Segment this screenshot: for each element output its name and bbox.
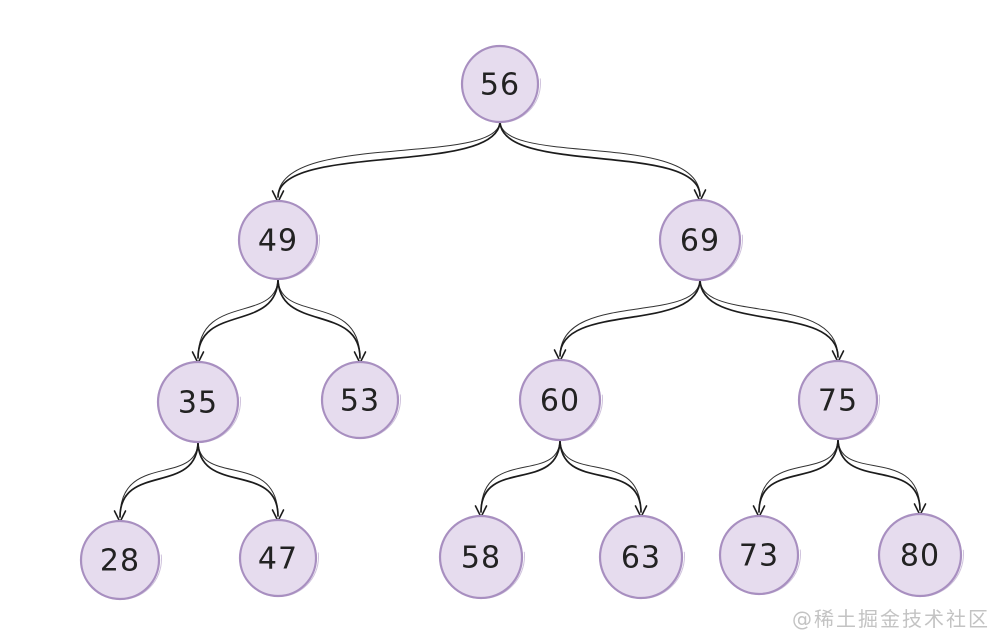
edge-curve: [499, 120, 701, 197]
edge-curve: [277, 277, 361, 359]
edge-curve-overdraw: [699, 278, 839, 358]
edge-curve-overdraw: [480, 438, 561, 513]
node-value-label: 53: [340, 384, 380, 419]
tree-node-47: 47: [238, 517, 319, 598]
node-value-label: 28: [100, 544, 140, 579]
node-value-label: 56: [480, 68, 520, 103]
node-circle-overdraw: [719, 513, 801, 595]
tree-node-73: 73: [718, 513, 801, 596]
edge-curve-overdraw: [559, 438, 642, 513]
node-circle-overdraw: [659, 197, 743, 281]
edge-curve: [119, 440, 199, 518]
node-circle-overdraw: [239, 517, 319, 597]
edge-curve: [277, 120, 501, 198]
edge-curve-overdraw: [277, 277, 361, 359]
node-circle-overdraw: [80, 518, 162, 600]
node-circle-overdraw: [321, 359, 401, 439]
tree-node-56: 56: [460, 43, 541, 124]
tree-node-63: 63: [598, 513, 685, 600]
node-circle-overdraw: [238, 198, 320, 280]
edge-curve: [699, 278, 839, 358]
node-value-label: 35: [178, 386, 218, 421]
node-value-label: 73: [739, 539, 779, 574]
tree-node-69: 69: [658, 197, 743, 282]
tree-edge-56-69: [499, 120, 707, 202]
node-circle-overdraw: [599, 513, 685, 599]
tree-node-58: 58: [438, 513, 525, 600]
node-value-label: 49: [258, 224, 298, 259]
node-value-label: 60: [540, 384, 580, 419]
edge-curve-overdraw: [197, 277, 279, 359]
edge-curve: [197, 277, 279, 359]
tree-edge-75-73: [752, 437, 839, 518]
tree-edge-69-60: [553, 278, 701, 362]
tree-edge-75-80: [837, 437, 927, 516]
edge-curve: [559, 438, 642, 513]
node-circle-overdraw: [461, 43, 541, 123]
tree-edge-35-47: [197, 440, 285, 522]
edge-curve-overdraw: [119, 440, 199, 518]
node-value-label: 75: [818, 384, 858, 419]
tree-node-80: 80: [877, 511, 964, 598]
node-circle-overdraw: [519, 357, 603, 441]
node-circle-overdraw: [798, 358, 880, 440]
edge-curve: [197, 440, 279, 517]
watermark: @稀土掘金技术社区: [792, 607, 990, 631]
edge-curve-overdraw: [758, 437, 839, 513]
tree-edge-35-28: [113, 440, 199, 523]
node-value-label: 80: [900, 539, 940, 574]
edge-curve-overdraw: [197, 440, 279, 517]
node-value-label: 58: [461, 541, 501, 576]
node-circle-overdraw: [439, 513, 525, 599]
tree-node-49: 49: [237, 198, 320, 281]
edge-curve: [758, 437, 839, 513]
edge-curve-overdraw: [277, 120, 501, 198]
tree-node-60: 60: [518, 357, 603, 442]
tree-edge-49-53: [277, 277, 367, 364]
edge-curve-overdraw: [559, 278, 701, 357]
edge-curve: [837, 437, 921, 511]
tree-node-28: 28: [79, 518, 162, 601]
node-value-label: 63: [621, 541, 661, 576]
tree-edge-60-63: [559, 438, 648, 518]
tree-edge-49-35: [191, 277, 279, 364]
edge-curve-overdraw: [837, 437, 921, 511]
edge-curve: [480, 438, 561, 513]
tree-edge-60-58: [474, 438, 561, 518]
node-value-label: 47: [258, 542, 298, 577]
tree-edge-56-49: [271, 120, 501, 203]
node-value-label: 69: [680, 224, 720, 259]
tree-node-75: 75: [797, 358, 880, 441]
tree-node-53: 53: [320, 359, 401, 440]
edge-curve-overdraw: [499, 120, 701, 197]
tree-node-35: 35: [156, 359, 241, 444]
edge-curve: [559, 278, 701, 357]
tree-edge-69-75: [699, 278, 845, 363]
node-circle-overdraw: [157, 359, 241, 443]
node-circle-overdraw: [878, 511, 964, 597]
